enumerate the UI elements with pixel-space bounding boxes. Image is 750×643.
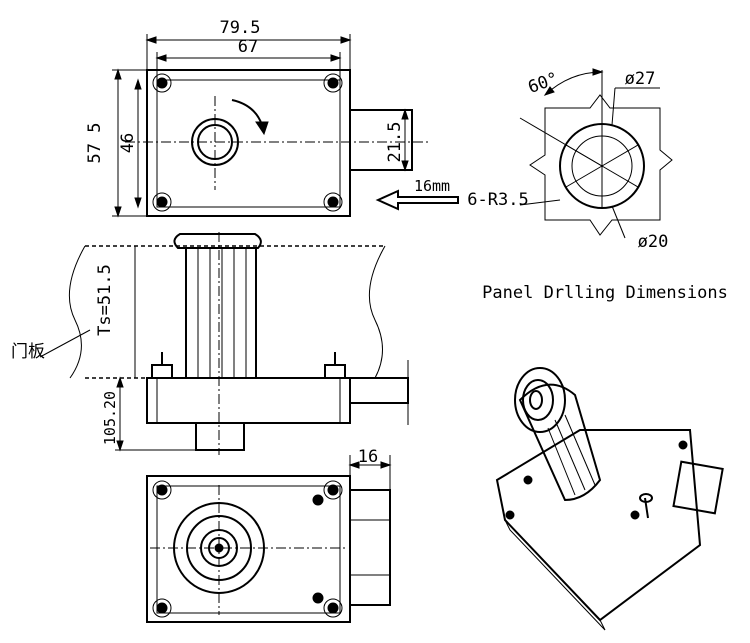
dim-angle: 60°	[525, 69, 561, 98]
bottom-view	[146, 455, 392, 623]
top-plate-outer	[146, 69, 351, 217]
side-lock-body	[146, 377, 351, 424]
top-center-hole-inner	[197, 124, 233, 160]
top-corner-screws	[152, 73, 343, 212]
dim-67: 67	[238, 37, 258, 57]
knob-cap	[173, 233, 262, 249]
drilling-pattern	[519, 68, 673, 239]
side-view	[39, 232, 409, 455]
panel-title: Panel Drlling Dimensions	[482, 283, 728, 303]
dim-16mm: 16mm	[414, 177, 450, 195]
dim-dia-27: ø27	[625, 69, 656, 89]
top-view	[112, 34, 459, 218]
door-leader	[39, 329, 91, 358]
top-center-hole-outer	[191, 118, 239, 166]
dim-dia-20: ø20	[638, 232, 669, 252]
dim-57-5: 57 5	[85, 123, 105, 164]
dim-16: 16	[358, 447, 378, 467]
dim-thickness: Ts=51.5	[95, 264, 115, 336]
depth-arrow	[375, 189, 459, 211]
dim-21-5: 21.5	[385, 122, 405, 163]
label-door-panel: 门板	[11, 342, 45, 362]
rotation-arrowhead	[255, 121, 269, 136]
panel-break-outline	[529, 94, 673, 236]
top-plate-inner	[156, 79, 341, 208]
rotation-arc	[231, 99, 263, 126]
dim-105-20: 105.20	[101, 391, 119, 445]
dim-46: 46	[118, 133, 138, 153]
side-bolt	[349, 377, 409, 404]
top-bolt	[349, 109, 413, 171]
isometric-view	[495, 367, 724, 631]
side-boss	[195, 422, 245, 451]
dim-radius: 6-R3.5	[467, 190, 528, 210]
dim-79-5: 79.5	[220, 18, 261, 38]
